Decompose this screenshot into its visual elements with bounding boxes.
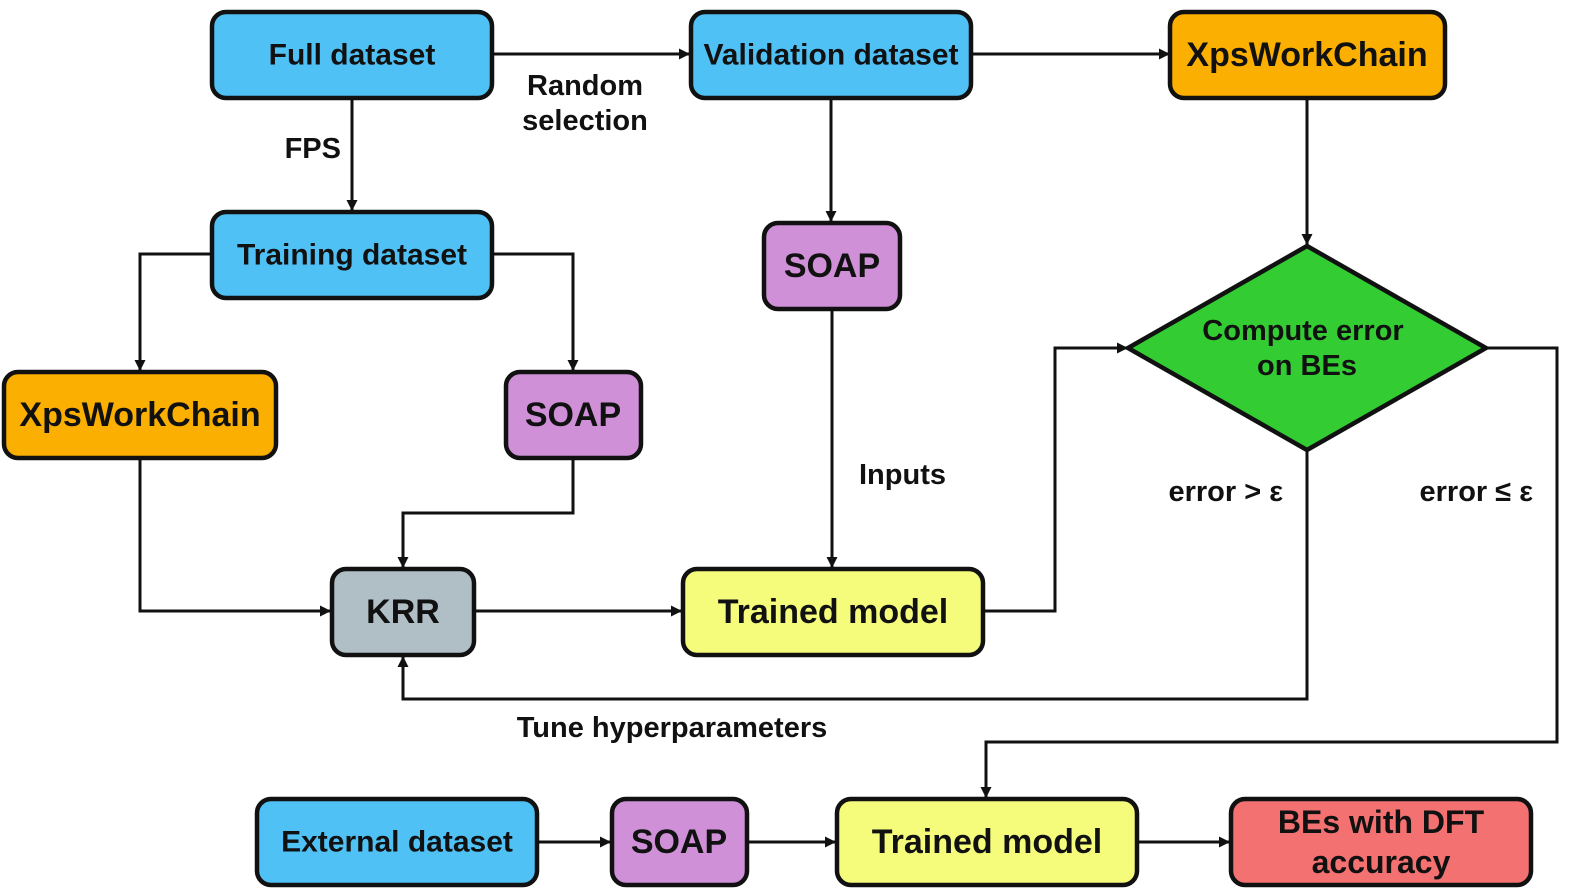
node-xpsworkchain-top-box — [1167, 9, 1448, 101]
node-validation-dataset-box — [688, 9, 974, 101]
node-full-dataset-box — [209, 9, 495, 101]
node-external-dataset-box — [254, 796, 540, 888]
node-training-dataset: Training dataset — [209, 209, 495, 301]
label-error-greater: error > ε — [1168, 476, 1283, 508]
label-inputs: Inputs — [859, 459, 946, 491]
node-trained-model-final-label: Trained model — [872, 823, 1103, 861]
node-trained-model-box — [680, 566, 986, 658]
edge-training-to-soap-left — [492, 252, 579, 371]
node-krr-box — [329, 566, 477, 658]
node-result-label-line1: BEs with DFT — [1278, 804, 1485, 840]
node-compute-error-label-line1: Compute error — [1202, 315, 1403, 347]
node-xpsworkchain-left-label: XpsWorkChain — [19, 396, 260, 434]
edge-labels: Random selection FPS Inputs error > ε er… — [285, 70, 1534, 744]
node-xpsworkchain-left: XpsWorkChain — [1, 369, 279, 461]
node-krr-label: KRR — [366, 593, 440, 631]
label-tune-hyperparameters: Tune hyperparameters — [517, 712, 828, 744]
node-compute-error-diamond — [1123, 243, 1491, 453]
node-krr: KRR — [329, 566, 477, 658]
node-training-dataset-label: Training dataset — [237, 239, 467, 272]
edge-training-to-xps-left — [134, 252, 212, 371]
node-trained-model-label: Trained model — [718, 593, 949, 631]
node-result-box — [1228, 796, 1534, 888]
node-trained-model-final-box — [834, 796, 1140, 888]
node-xpsworkchain-top-label: XpsWorkChain — [1186, 36, 1427, 74]
node-soap-external-label: SOAP — [631, 823, 727, 861]
node-full-dataset-label: Full dataset — [269, 39, 436, 72]
node-validation-dataset: Validation dataset — [688, 9, 974, 101]
node-xpsworkchain-top: XpsWorkChain — [1167, 9, 1448, 101]
node-trained-model: Trained model — [680, 566, 986, 658]
node-soap-training-label: SOAP — [525, 396, 621, 434]
edge-trained-to-decision — [983, 342, 1128, 613]
edge-xps-left-to-krr — [138, 458, 331, 617]
label-random-selection-line2: selection — [522, 105, 648, 137]
node-external-dataset-label: External dataset — [281, 826, 513, 859]
node-soap-external-box — [609, 796, 750, 888]
edge-soap-left-to-krr — [397, 458, 575, 568]
node-xpsworkchain-left-box — [1, 369, 279, 461]
node-training-dataset-box — [209, 209, 495, 301]
node-soap-validation-box — [761, 220, 903, 312]
node-result: BEs with DFT accuracy — [1228, 796, 1534, 888]
node-validation-dataset-label: Validation dataset — [703, 39, 958, 72]
node-external-dataset: External dataset — [254, 796, 540, 888]
label-fps: FPS — [285, 133, 341, 165]
node-result-label-line2: accuracy — [1312, 844, 1451, 880]
edge-decision-to-krr-feedback — [397, 451, 1309, 701]
label-random-selection-line1: Random — [527, 70, 643, 102]
node-soap-external: SOAP — [609, 796, 750, 888]
node-full-dataset: Full dataset — [209, 9, 495, 101]
edge-decision-to-trained-bottom — [980, 346, 1559, 798]
node-soap-validation: SOAP — [761, 220, 903, 312]
node-compute-error-label-line2: on BEs — [1257, 350, 1357, 382]
edges — [134, 48, 1559, 848]
node-compute-error-decision: Compute error on BEs — [1123, 243, 1491, 453]
node-soap-validation-label: SOAP — [784, 247, 880, 285]
node-soap-training: SOAP — [503, 369, 644, 461]
label-error-less-equal: error ≤ ε — [1420, 476, 1534, 508]
node-trained-model-final: Trained model — [834, 796, 1140, 888]
node-soap-training-box — [503, 369, 644, 461]
